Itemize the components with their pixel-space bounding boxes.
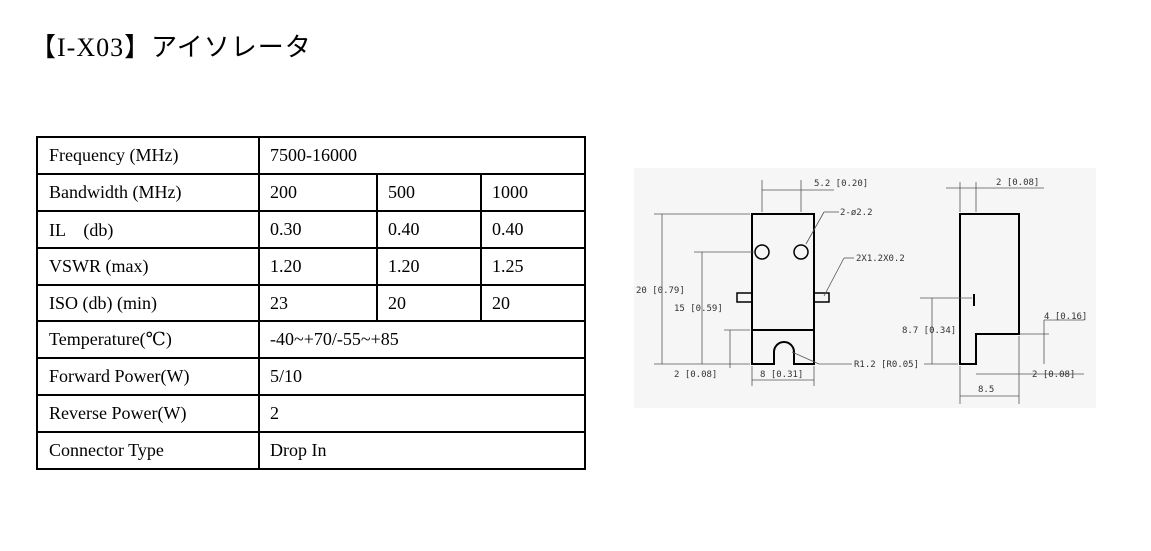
table-row-temperature: Temperature(℃) -40~+70/-55~+85 — [36, 320, 586, 360]
vswr-value-2: 1.20 — [376, 246, 482, 286]
front-body-outline — [751, 213, 815, 365]
dimension-drawing-svg: 5.2 [0.20] 2-ø2.2 2X1.2X0.2 20 [0.79] 15… — [636, 178, 1087, 404]
table-row-frequency: Frequency (MHz) 7500-16000 — [36, 136, 586, 175]
dim-bottom-width: 8 [0.31] — [760, 370, 803, 380]
table-row-bandwidth: Bandwidth (MHz) 200 500 1000 — [36, 172, 586, 212]
dim-tabs: 2X1.2X0.2 — [856, 254, 905, 264]
il-value-3: 0.40 — [480, 209, 586, 249]
side-dimension-lines — [920, 182, 1084, 404]
connector-label: Connector Type — [36, 431, 260, 471]
front-dimension-lines — [654, 180, 854, 386]
side-body-outline — [959, 213, 1020, 365]
dim-side-bottom-right: 2 [0.08] — [1032, 370, 1075, 380]
forward-power-label: Forward Power(W) — [36, 357, 260, 397]
bandwidth-label: Bandwidth (MHz) — [36, 172, 260, 212]
dim-holes: 2-ø2.2 — [840, 208, 873, 218]
table-row-forward-power: Forward Power(W) 5/10 — [36, 357, 586, 397]
iso-value-3: 20 — [480, 283, 586, 323]
il-value-1: 0.30 — [258, 209, 378, 249]
frequency-label: Frequency (MHz) — [36, 136, 260, 175]
iso-value-2: 20 — [376, 283, 482, 323]
temperature-label: Temperature(℃) — [36, 320, 260, 360]
table-row-iso: ISO (db) (min) 23 20 20 — [36, 283, 586, 323]
table-row-reverse-power: Reverse Power(W) 2 — [36, 394, 586, 434]
dim-side-width: 8.5 — [978, 385, 994, 395]
side-view — [959, 213, 1020, 365]
temperature-value: -40~+70/-55~+85 — [258, 320, 586, 360]
table-row-il: IL (db) 0.30 0.40 0.40 — [36, 209, 586, 249]
dim-bottom-left: 2 [0.08] — [674, 370, 717, 380]
tab-right — [813, 292, 830, 303]
dim-height: 20 [0.79] — [636, 286, 685, 296]
bandwidth-value-3: 1000 — [480, 172, 586, 212]
dimension-drawing: 5.2 [0.20] 2-ø2.2 2X1.2X0.2 20 [0.79] 15… — [634, 168, 1096, 408]
dim-side-top: 2 [0.08] — [996, 178, 1039, 188]
dim-top-width: 5.2 [0.20] — [814, 179, 868, 189]
table-row-vswr: VSWR (max) 1.20 1.20 1.25 — [36, 246, 586, 286]
dim-hole-height: 15 [0.59] — [674, 304, 723, 314]
reverse-power-value: 2 — [258, 394, 586, 434]
vswr-value-3: 1.25 — [480, 246, 586, 286]
hole-left — [754, 244, 770, 260]
iso-label: ISO (db) (min) — [36, 283, 260, 323]
forward-power-value: 5/10 — [258, 357, 586, 397]
reverse-power-label: Reverse Power(W) — [36, 394, 260, 434]
table-row-connector: Connector Type Drop In — [36, 431, 586, 471]
bandwidth-value-1: 200 — [258, 172, 378, 212]
spec-table: Frequency (MHz) 7500-16000 Bandwidth (MH… — [36, 136, 586, 471]
vswr-label: VSWR (max) — [36, 246, 260, 286]
tab-left — [736, 292, 753, 303]
front-view — [736, 213, 830, 365]
connector-value: Drop In — [258, 431, 586, 471]
iso-value-1: 23 — [258, 283, 378, 323]
dim-radius: R1.2 [R0.05] — [854, 360, 919, 370]
bandwidth-value-2: 500 — [376, 172, 482, 212]
dim-side-pin: 8.7 [0.34] — [902, 326, 956, 336]
il-label: IL (db) — [36, 209, 260, 249]
page-title: 【I-X03】アイソレータ — [30, 33, 312, 62]
dim-side-step: 4 [0.16] — [1044, 312, 1087, 322]
vswr-value-1: 1.20 — [258, 246, 378, 286]
hole-right — [793, 244, 809, 260]
dimension-labels: 5.2 [0.20] 2-ø2.2 2X1.2X0.2 20 [0.79] 15… — [636, 178, 1087, 395]
frequency-value: 7500-16000 — [258, 136, 586, 175]
il-value-2: 0.40 — [376, 209, 482, 249]
